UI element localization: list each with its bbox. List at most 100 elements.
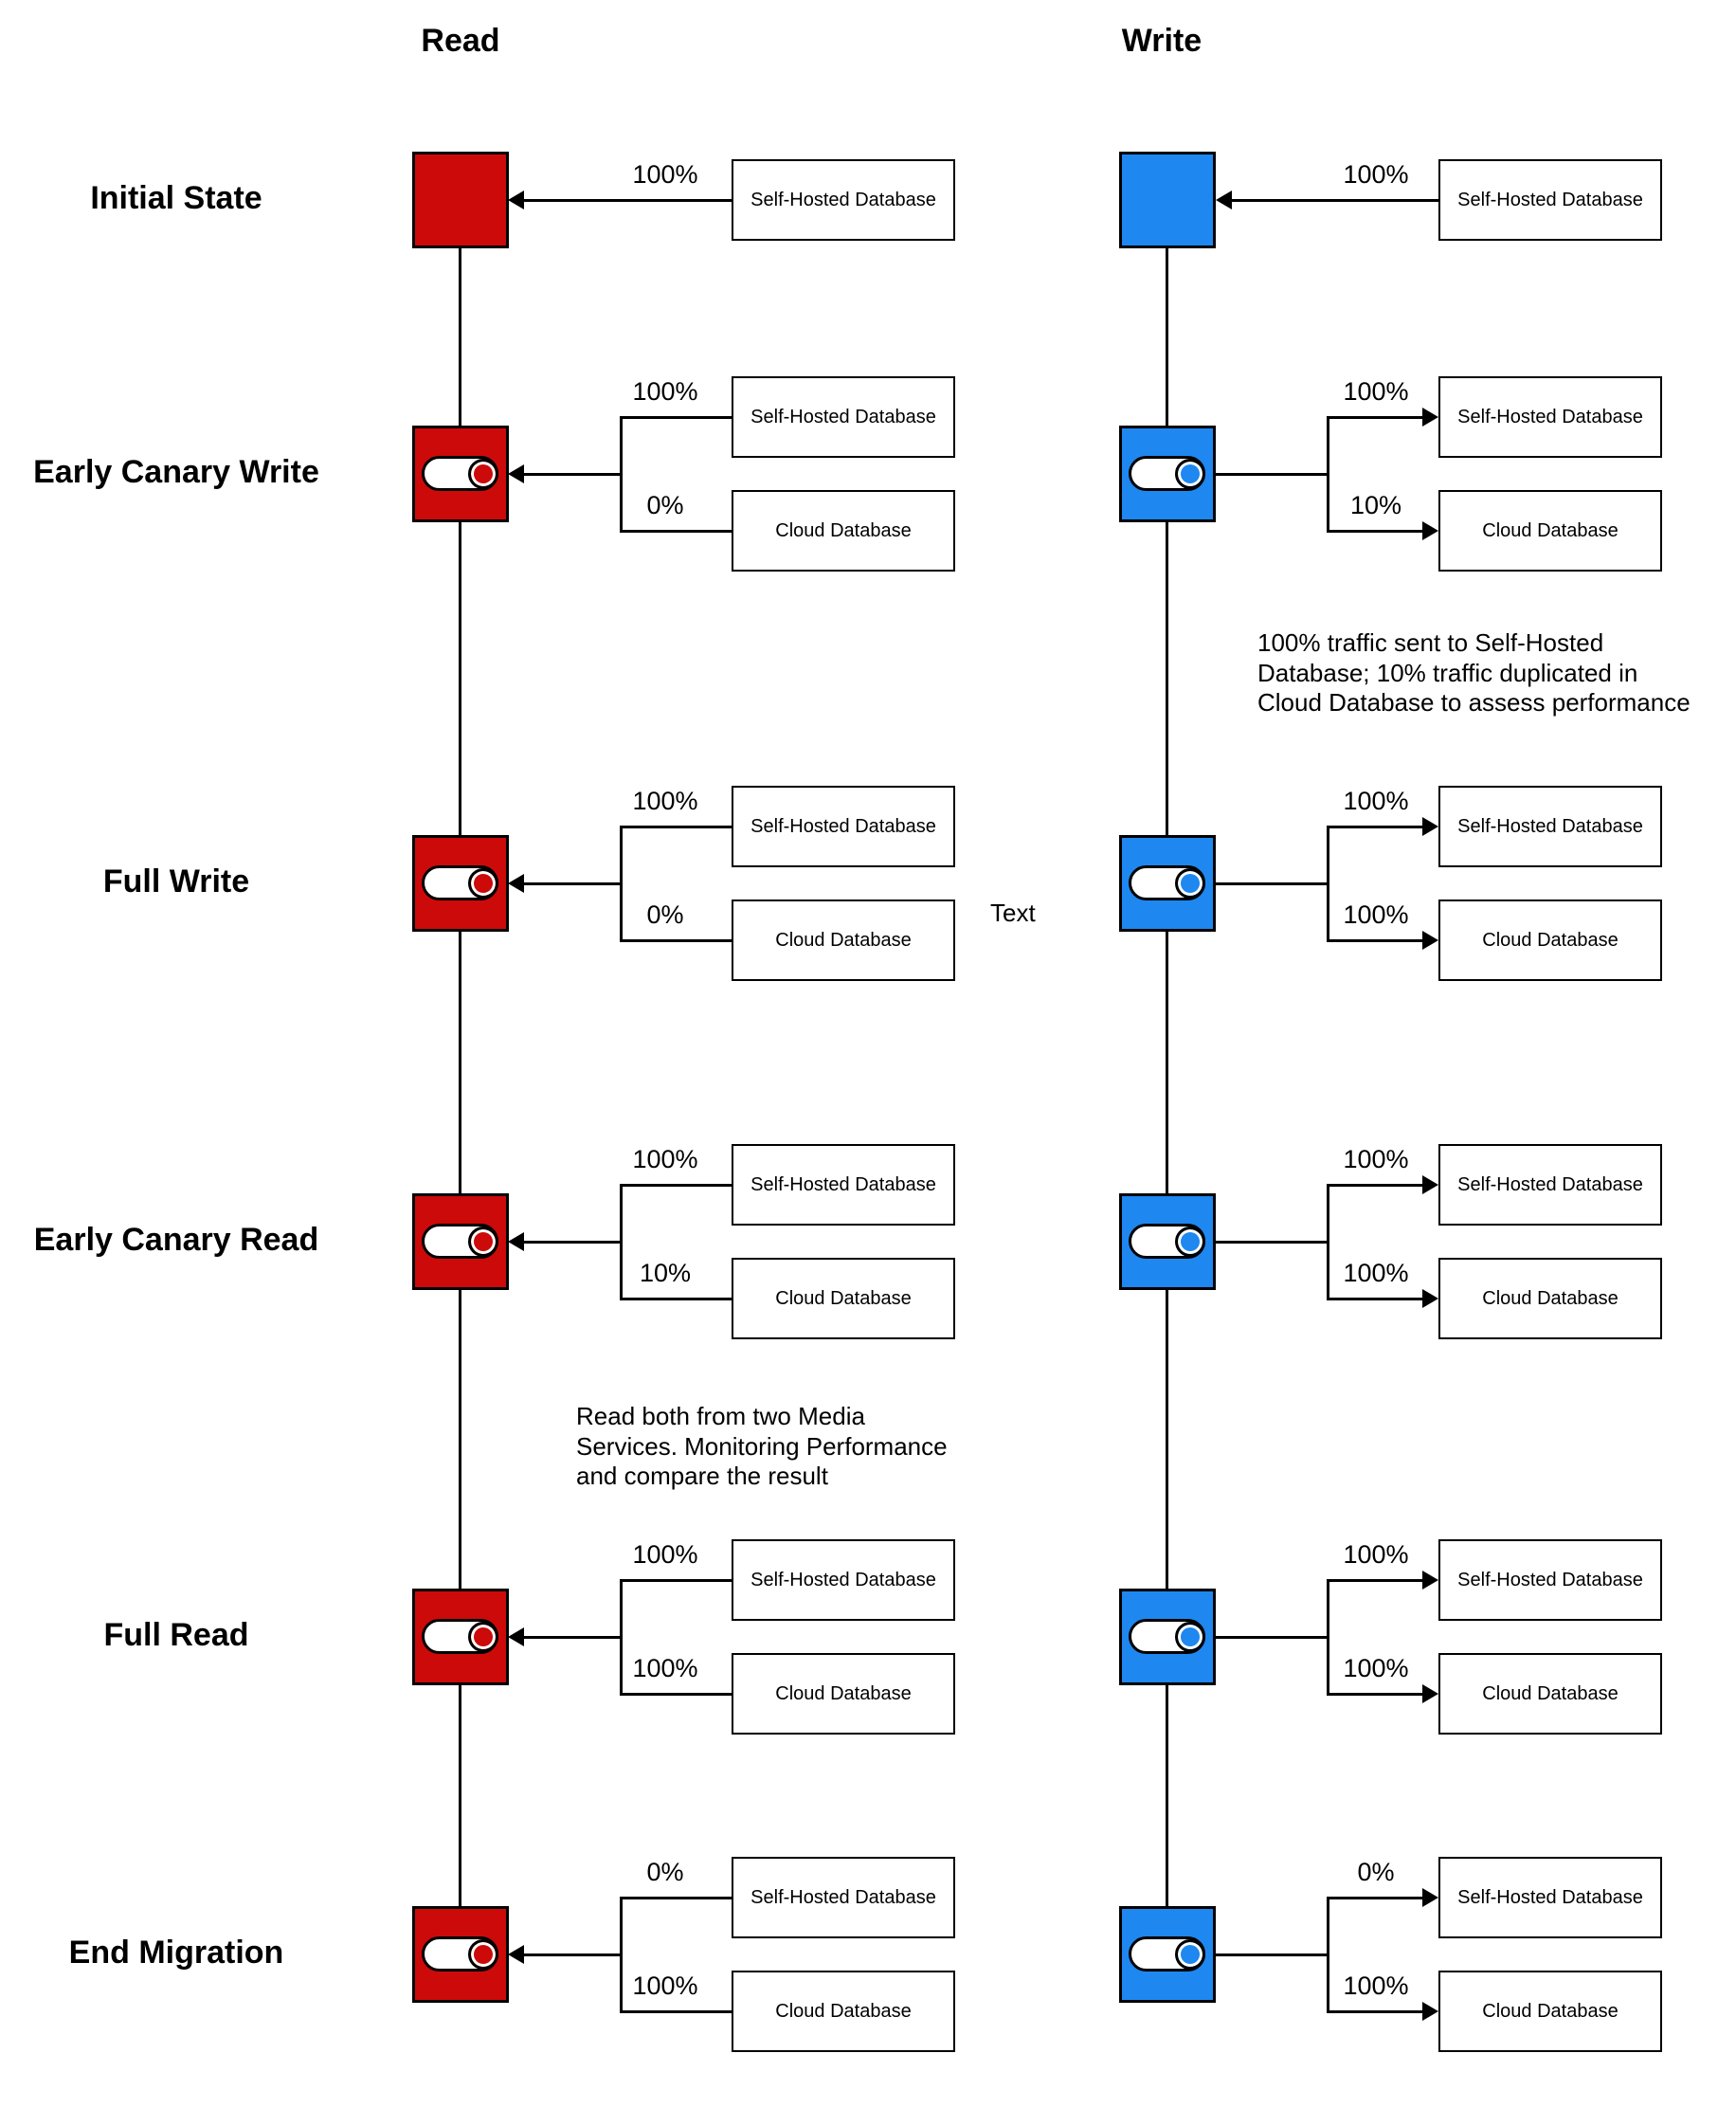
arrowhead-icon bbox=[1422, 521, 1438, 540]
branch-line bbox=[620, 2009, 732, 2013]
toggle-switch-icon bbox=[422, 456, 498, 491]
stage-label-full-read: Full Read bbox=[103, 1617, 249, 1653]
toggle-switch-icon bbox=[422, 1619, 498, 1654]
toggle-knob-icon bbox=[1174, 867, 1205, 899]
branch-line bbox=[620, 415, 623, 533]
toggle-switch-icon bbox=[1129, 1619, 1205, 1654]
arrowhead-icon bbox=[1422, 2002, 1438, 2021]
toggle-knob-icon bbox=[1174, 1621, 1205, 1652]
db-box-cloud: Cloud Database bbox=[732, 1653, 955, 1735]
write-annotation: 100% traffic sent to Self-Hosted Databas… bbox=[1257, 628, 1691, 717]
arrowhead-icon bbox=[508, 1945, 524, 1964]
branch-line bbox=[1327, 1297, 1423, 1300]
branch-line bbox=[1327, 825, 1423, 828]
branch-line bbox=[1327, 1578, 1423, 1582]
toggle-switch-icon bbox=[1129, 1224, 1205, 1259]
traffic-percent-label: 100% bbox=[632, 1145, 698, 1173]
branch-line bbox=[620, 1896, 732, 1899]
traffic-percent-label: 100% bbox=[1343, 1654, 1409, 1682]
toggle-node-write bbox=[1119, 1589, 1216, 1685]
arrowhead-icon bbox=[1422, 817, 1438, 836]
toggle-node-write bbox=[1119, 426, 1216, 522]
toggle-switch-icon bbox=[1129, 1936, 1205, 1972]
toggle-node-write bbox=[1119, 1193, 1216, 1290]
arrowhead-icon bbox=[1422, 1289, 1438, 1308]
db-box-self-hosted: Self-Hosted Database bbox=[1438, 1539, 1662, 1621]
arrowhead-icon bbox=[1422, 1571, 1438, 1590]
read-annotation: Read both from two Media Services. Monit… bbox=[576, 1402, 948, 1490]
stage-label-initial-state: Initial State bbox=[90, 180, 262, 216]
toggle-switch-icon bbox=[1129, 456, 1205, 491]
traffic-percent-label: 10% bbox=[639, 1259, 692, 1287]
toggle-switch-icon bbox=[422, 1224, 498, 1259]
arrow-line bbox=[1215, 1240, 1329, 1244]
branch-line bbox=[1327, 1578, 1329, 1696]
branch-line bbox=[1327, 825, 1329, 942]
db-box-cloud: Cloud Database bbox=[1438, 1258, 1662, 1339]
toggle-knob-icon bbox=[467, 867, 498, 899]
db-box-cloud: Cloud Database bbox=[732, 1971, 955, 2052]
arrowhead-icon bbox=[1422, 1888, 1438, 1907]
arrowhead-icon bbox=[508, 191, 524, 209]
arrow-line bbox=[1215, 1635, 1329, 1639]
arrowhead-icon bbox=[1422, 1175, 1438, 1194]
branch-line bbox=[1327, 415, 1423, 419]
arrowhead-icon bbox=[1422, 931, 1438, 950]
branch-line bbox=[620, 1692, 732, 1696]
traffic-percent-label: 0% bbox=[646, 491, 684, 519]
branch-line bbox=[1327, 1896, 1423, 1899]
arrow-line bbox=[1215, 881, 1329, 885]
traffic-percent-label: 100% bbox=[632, 1540, 698, 1569]
db-box-self-hosted: Self-Hosted Database bbox=[1438, 159, 1662, 241]
traffic-percent-label: 10% bbox=[1349, 491, 1402, 519]
traffic-percent-label: 100% bbox=[1343, 160, 1409, 189]
arrow-line bbox=[524, 1635, 621, 1639]
db-box-self-hosted: Self-Hosted Database bbox=[732, 786, 955, 867]
db-box-self-hosted: Self-Hosted Database bbox=[732, 159, 955, 241]
db-box-cloud: Cloud Database bbox=[732, 490, 955, 572]
branch-line bbox=[620, 1297, 732, 1300]
branch-line bbox=[620, 415, 732, 419]
db-box-cloud: Cloud Database bbox=[1438, 490, 1662, 572]
branch-line bbox=[1327, 1183, 1423, 1187]
traffic-percent-label: 100% bbox=[632, 1972, 698, 2000]
toggle-knob-icon bbox=[1174, 1938, 1205, 1970]
traffic-percent-label: 100% bbox=[1343, 1972, 1409, 2000]
toggle-node-read bbox=[412, 1589, 509, 1685]
node-initial-read bbox=[412, 152, 509, 248]
db-box-cloud: Cloud Database bbox=[1438, 1653, 1662, 1735]
db-box-self-hosted: Self-Hosted Database bbox=[1438, 786, 1662, 867]
column-header-read: Read bbox=[421, 23, 500, 59]
db-box-cloud: Cloud Database bbox=[732, 1258, 955, 1339]
branch-line bbox=[620, 938, 732, 942]
arrow-line bbox=[1215, 472, 1329, 476]
traffic-percent-label: 100% bbox=[1343, 787, 1409, 815]
arrowhead-icon bbox=[1422, 1684, 1438, 1703]
stray-text-label: Text bbox=[990, 899, 1036, 927]
traffic-percent-label: 0% bbox=[646, 900, 684, 929]
branch-line bbox=[620, 825, 623, 942]
branch-line bbox=[620, 1578, 732, 1582]
toggle-switch-icon bbox=[1129, 865, 1205, 900]
traffic-percent-label: 100% bbox=[1343, 1540, 1409, 1569]
toggle-knob-icon bbox=[467, 1226, 498, 1257]
arrow-line bbox=[1215, 1953, 1329, 1956]
stage-label-full-write: Full Write bbox=[102, 863, 250, 899]
stage-label-early-canary-read: Early Canary Read bbox=[33, 1222, 319, 1258]
traffic-percent-label: 100% bbox=[632, 377, 698, 406]
branch-line bbox=[1327, 415, 1329, 533]
toggle-node-write bbox=[1119, 835, 1216, 932]
branch-line bbox=[1327, 1692, 1423, 1696]
branch-line bbox=[620, 825, 732, 828]
column-header-write: Write bbox=[1121, 23, 1203, 59]
traffic-percent-label: 100% bbox=[632, 160, 698, 189]
traffic-percent-label: 0% bbox=[1357, 1858, 1395, 1886]
arrow-line bbox=[524, 1240, 621, 1244]
stage-label-early-canary-write: Early Canary Write bbox=[33, 454, 319, 490]
toggle-switch-icon bbox=[422, 1936, 498, 1972]
toggle-knob-icon bbox=[467, 1938, 498, 1970]
db-box-cloud: Cloud Database bbox=[732, 899, 955, 981]
db-box-self-hosted: Self-Hosted Database bbox=[732, 376, 955, 458]
branch-line bbox=[1327, 529, 1423, 533]
db-box-cloud: Cloud Database bbox=[1438, 1971, 1662, 2052]
